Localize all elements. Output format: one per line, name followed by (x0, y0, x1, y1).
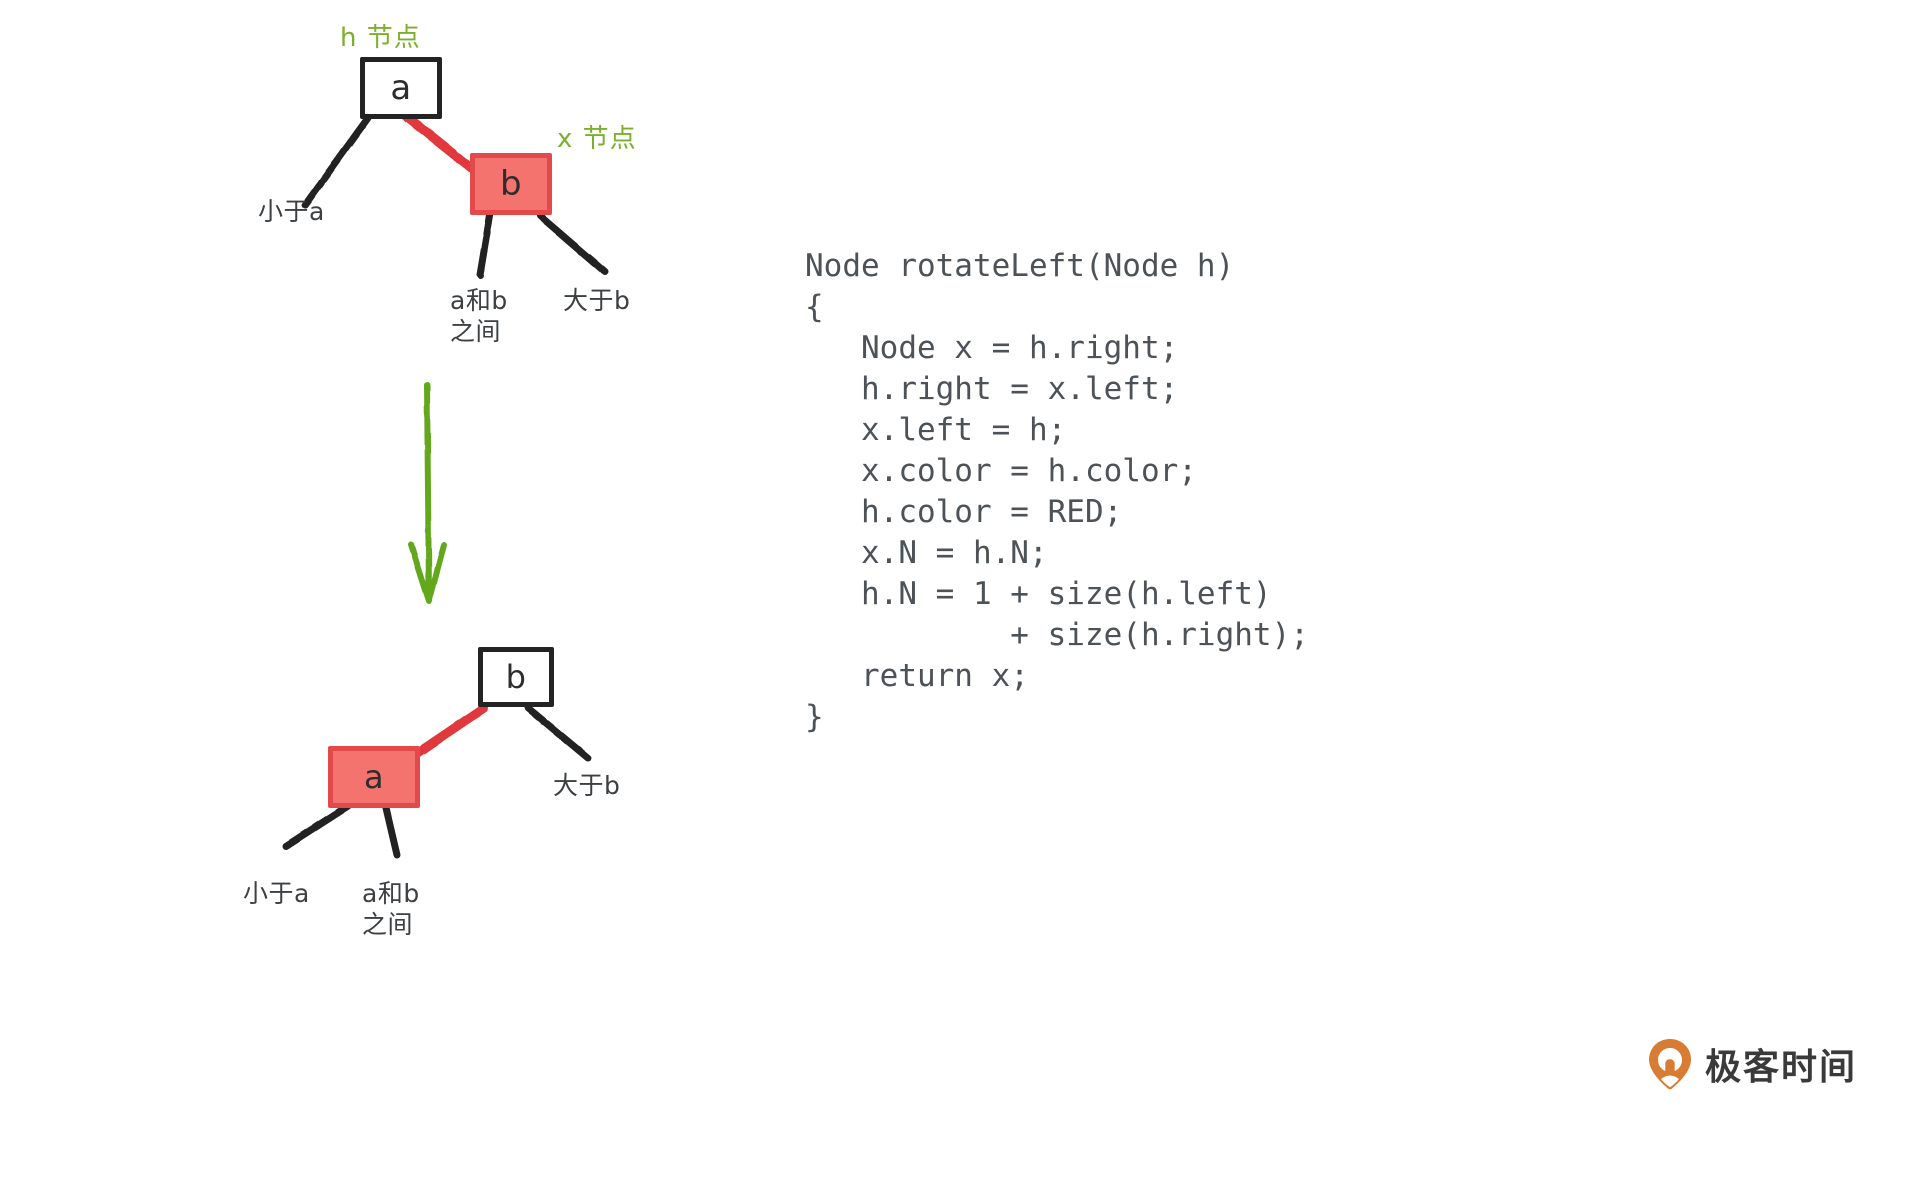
code-block: Node rotateLeft(Node h) { Node x = h.rig… (805, 248, 1309, 735)
link-a-b-red (401, 111, 485, 180)
before-less-than-a: 小于a (258, 197, 325, 226)
link-b-a-red (411, 703, 489, 759)
after-between-a-and-b: a和b 之间 (362, 879, 420, 939)
transform-arrow-head (408, 542, 447, 604)
location-pin-icon (1649, 1039, 1691, 1090)
before-greater-than-b: 大于b (563, 286, 631, 315)
node-b-after: b (478, 647, 554, 707)
node-a-after-label: a (363, 758, 385, 796)
node-a-before-label: a (390, 68, 412, 108)
link-a-left (301, 114, 372, 209)
before-between-a-and-b: a和b 之间 (450, 286, 508, 346)
link-a-left-after (282, 802, 352, 850)
link-b-right-after (524, 704, 592, 762)
link-a-right-after (382, 804, 401, 859)
transform-arrow-shaft (424, 382, 432, 600)
brand-logo-text: 极客时间 (1705, 1047, 1858, 1088)
h-node-tag: h 节点 (340, 23, 421, 53)
node-b-before-label: b (499, 164, 523, 204)
node-a-after: a (328, 746, 420, 808)
node-b-before: b (470, 153, 552, 215)
after-less-than-a: 小于a (243, 879, 310, 908)
node-a-before: a (360, 57, 442, 119)
x-node-tag: x 节点 (557, 124, 637, 154)
brand-logo: 极客时间 (1647, 1038, 1857, 1090)
node-b-after-label: b (505, 658, 527, 696)
link-b-right (536, 212, 609, 276)
after-greater-than-b: 大于b (553, 771, 621, 800)
link-b-left (476, 211, 494, 279)
